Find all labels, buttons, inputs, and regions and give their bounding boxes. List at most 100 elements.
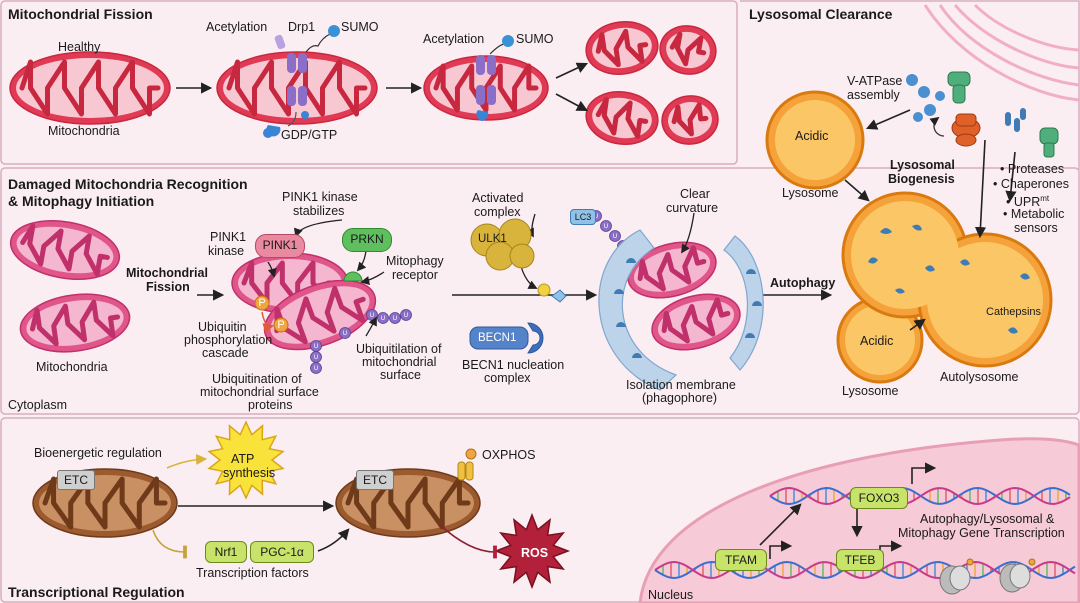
bullet-chaperones: • Chaperones <box>993 177 1069 191</box>
becn1-complex <box>469 322 544 354</box>
pink1-kinase-label-1: PINK1 <box>210 230 247 244</box>
becn1-complex-2: complex <box>484 371 531 385</box>
svg-text:U: U <box>343 330 347 337</box>
etc-mito-1 <box>32 468 178 538</box>
mitochondria-label-1: Mitochondria <box>48 124 120 138</box>
lysosome-arrows <box>844 109 1017 331</box>
ulk1-label: ULK1 <box>478 233 507 245</box>
svg-text:U: U <box>370 312 374 319</box>
gene-transcription-1: Autophagy/Lysosomal & <box>920 512 1055 526</box>
engulfed-mito-b <box>651 293 741 351</box>
pgc1a-pill: PGC-1α <box>250 541 314 563</box>
foxo3-pill: FOXO3 <box>850 487 908 509</box>
ub-surface-1: Ubiquitilation of <box>356 342 442 356</box>
damaged-mito-a <box>9 220 121 280</box>
mitochondria-label-2: Mitochondria <box>36 360 108 374</box>
atp-label-2: synthesis <box>223 466 276 480</box>
acetylation-label-1: Acetylation <box>206 20 268 34</box>
vatpase-cluster <box>906 71 1059 158</box>
ub-proteins-1: Ubiquitination of <box>212 372 302 386</box>
ub-proteins-3: proteins <box>248 398 293 412</box>
svg-text:U: U <box>613 233 617 240</box>
vatpase-label-2: assembly <box>847 88 900 102</box>
bullet-metabolic-1: • Metabolic <box>1003 207 1065 221</box>
nrf1-pill: Nrf1 <box>205 541 247 563</box>
svg-text:U: U <box>594 213 598 220</box>
acidic-label-2: Acidic <box>860 334 894 348</box>
polymerases <box>939 558 1036 595</box>
engulfed-mito-a <box>627 241 717 299</box>
fission-arrow-label-1: Mitochondrial <box>126 266 208 280</box>
bullet-proteases: • Proteases <box>1000 162 1065 176</box>
drp1-ring <box>263 25 340 138</box>
section-title-transcription: Transcriptional Regulation <box>8 584 185 600</box>
biogenesis-label-2: Biogenesis <box>888 172 955 186</box>
acidic-label-1: Acidic <box>795 129 829 143</box>
phosphate-label-2: P <box>277 319 285 331</box>
drp1-label: Drp1 <box>288 20 316 34</box>
svg-text:U: U <box>381 315 385 322</box>
svg-text:U: U <box>314 365 318 372</box>
mitophagy-receptor-1: Mitophagy <box>386 254 444 268</box>
isolation-membrane-2: (phagophore) <box>642 391 718 405</box>
becn1-complex-1: BECN1 nucleation <box>462 358 565 372</box>
activated-complex-2: complex <box>474 205 521 219</box>
transcription-factors-label: Transcription factors <box>196 566 309 580</box>
gene-transcription-2: Mitophagy Gene Transcription <box>898 526 1065 540</box>
lysosome-label-2: Lysosome <box>842 384 899 398</box>
vatpase-label-1: V-ATPase <box>847 74 903 88</box>
isolation-membrane-1: Isolation membrane <box>626 378 736 392</box>
pink1-pill: PINK1 <box>255 234 305 258</box>
fragment-4 <box>661 95 719 145</box>
lysosome-label-1: Lysosome <box>782 186 839 200</box>
tfam-pill: TFAM <box>715 549 767 571</box>
clear-curvature-2: curvature <box>666 201 719 215</box>
pink1-stabilizes-2: stabilizes <box>293 204 345 218</box>
atp-label-1: ATP <box>231 452 255 466</box>
lc3-box: LC3 <box>570 209 596 225</box>
svg-text:U: U <box>404 312 408 319</box>
section-title-recognition-1: Damaged Mitochondria Recognition <box>8 176 248 192</box>
autophagy-label: Autophagy <box>770 276 836 290</box>
drp1-mitochondrion <box>216 51 378 125</box>
ub-cascade-3: cascade <box>202 346 249 360</box>
mitophagy-receptor-2: receptor <box>392 268 438 282</box>
fission-arrows <box>176 62 833 301</box>
phosphate-label-1: P <box>258 297 266 309</box>
svg-text:U: U <box>314 343 318 350</box>
constricting-mitochondrion <box>423 55 549 121</box>
svg-text:U: U <box>393 315 397 322</box>
ub-proteins-2: mitochondrial surface <box>200 385 319 399</box>
ub-cascade-2: phosphorylation <box>184 333 273 347</box>
mitochondrial-parts <box>263 25 514 138</box>
sumo-label-1: SUMO <box>341 20 379 34</box>
svg-text:U: U <box>604 223 608 230</box>
cytoplasm-label: Cytoplasm <box>8 398 68 412</box>
ros-label: ROS <box>521 546 549 560</box>
ub-cascade-1: Ubiquitin <box>198 320 247 334</box>
bioenergetic-label: Bioenergetic regulation <box>34 446 162 460</box>
fragment-1 <box>585 21 659 75</box>
nucleus-label: Nucleus <box>648 588 694 602</box>
gdp-gtp-label: GDP/GTP <box>281 128 338 142</box>
section-title-recognition-2: & Mitophagy Initiation <box>8 193 155 209</box>
fragment-2 <box>659 25 717 75</box>
drp1-ring-constricted <box>476 35 514 121</box>
oxphos-complex <box>457 448 477 481</box>
fragment-3 <box>585 91 659 145</box>
ub-surface-3: surface <box>380 368 421 382</box>
activated-complex-1: Activated <box>472 191 524 205</box>
tfeb-pill: TFEB <box>836 549 884 571</box>
ub-surface-2: mitochondrial <box>362 355 437 369</box>
ros-star <box>493 512 571 590</box>
etc-box-1: ETC <box>57 470 95 490</box>
section-title-fission: Mitochondrial Fission <box>8 6 153 22</box>
acetylation-label-2: Acetylation <box>423 32 485 46</box>
atp-star <box>207 420 285 500</box>
transcription-arrows <box>152 453 863 559</box>
becn1-label: BECN1 <box>478 332 517 344</box>
autolysosome-label: Autolysosome <box>940 370 1019 384</box>
